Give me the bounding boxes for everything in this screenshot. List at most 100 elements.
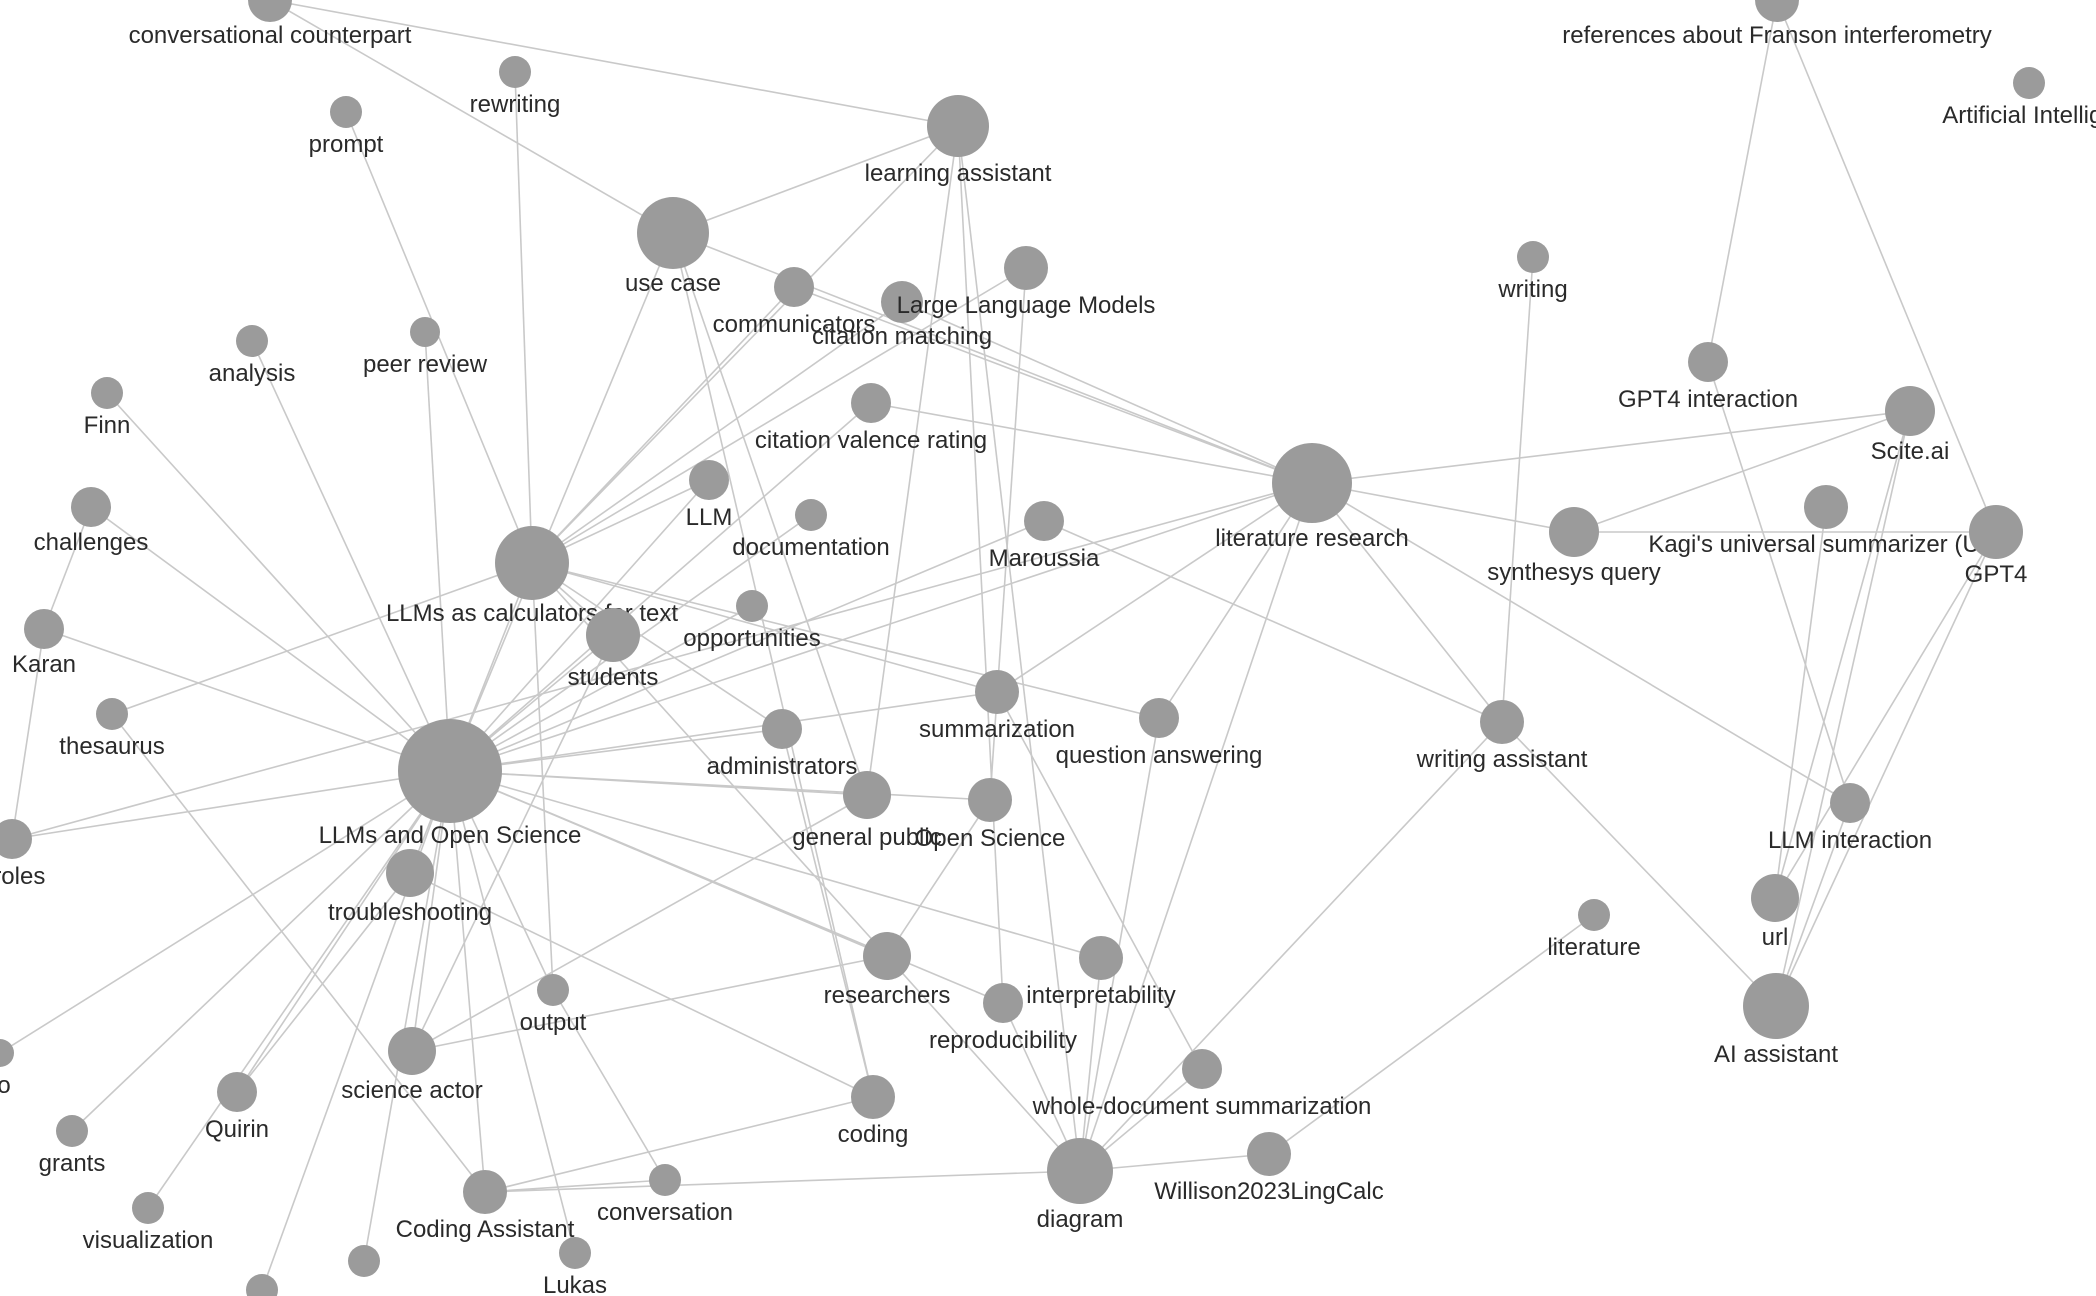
node-coding-assistant[interactable]: Coding Assistant <box>396 1170 575 1243</box>
node-label-quirin[interactable]: Quirin <box>205 1116 269 1143</box>
node-circle-karan[interactable] <box>24 609 64 649</box>
node-label-output[interactable]: output <box>520 1009 587 1036</box>
node-label-ai-assistant[interactable]: AI assistant <box>1714 1041 1838 1068</box>
node-label-scite-ai[interactable]: Scite.ai <box>1871 438 1950 465</box>
node-label-science-actor[interactable]: science actor <box>341 1077 482 1104</box>
node-conversation[interactable]: conversation <box>597 1164 733 1226</box>
node-label-coding[interactable]: coding <box>838 1121 909 1148</box>
node-url[interactable]: url <box>1751 874 1799 951</box>
node-label-synthesys-query[interactable]: synthesys query <box>1487 559 1660 586</box>
node-circle-ai-assistant[interactable] <box>1743 973 1809 1039</box>
node-circle-grants[interactable] <box>56 1115 88 1147</box>
node-circle-question-answering[interactable] <box>1139 698 1179 738</box>
node-circle-interpretability[interactable] <box>1079 936 1123 980</box>
node-quirin[interactable]: Quirin <box>205 1072 269 1143</box>
node-label-students[interactable]: students <box>568 664 659 691</box>
node-writing[interactable]: writing <box>1497 241 1568 303</box>
node-circle-peer-review[interactable] <box>410 317 440 347</box>
node-label-writing[interactable]: writing <box>1497 276 1567 303</box>
node-label-peer-review[interactable]: peer review <box>363 351 488 378</box>
node-label-artificial-intelligence[interactable]: Artificial Intellige <box>1942 102 2096 129</box>
node-circle-researchers[interactable] <box>863 932 911 980</box>
node-circle-ro[interactable] <box>0 1039 14 1067</box>
node-circle-writing-assistant[interactable] <box>1480 700 1524 744</box>
node-ro[interactable]: ro <box>0 1039 14 1099</box>
node-label-kagi[interactable]: Kagi's universal summarizer (US) <box>1648 531 2003 558</box>
node-circle-roles[interactable] <box>0 819 32 859</box>
node-gpt4-interaction[interactable]: GPT4 interaction <box>1618 342 1798 413</box>
node-visualization[interactable]: visualization <box>83 1192 214 1254</box>
node-circle-references-franson[interactable] <box>1755 0 1799 22</box>
node-circle-maroussia[interactable] <box>1024 501 1064 541</box>
node-learning-assistant[interactable]: learning assistant <box>865 95 1052 187</box>
node-label-challenges[interactable]: challenges <box>34 529 149 556</box>
node-output[interactable]: output <box>520 974 587 1036</box>
node-label-reproducibility[interactable]: reproducibility <box>929 1027 1077 1054</box>
node-interpretability[interactable]: interpretability <box>1026 936 1176 1009</box>
node-analysis[interactable]: analysis <box>209 325 296 387</box>
node-label-troubleshooting[interactable]: troubleshooting <box>328 899 492 926</box>
node-synthesys-query[interactable]: synthesys query <box>1487 507 1661 586</box>
node-circle-general-public[interactable] <box>843 771 891 819</box>
node-circle-coding-assistant[interactable] <box>463 1170 507 1214</box>
node-llm[interactable]: LLM <box>686 460 733 531</box>
node-label-conversational-counterpart[interactable]: conversational counterpart <box>129 22 412 49</box>
node-artificial-intelligence[interactable]: Artificial Intellige <box>1942 67 2096 129</box>
node-coding[interactable]: coding <box>838 1075 909 1148</box>
node-use-case[interactable]: use case <box>625 197 721 297</box>
node-opportunities[interactable]: opportunities <box>683 590 821 652</box>
node-label-documentation[interactable]: documentation <box>732 534 889 561</box>
node-diagram[interactable]: diagram <box>1037 1138 1124 1233</box>
node-circle-rewriting[interactable] <box>499 56 531 88</box>
node-circle-analysis[interactable] <box>236 325 268 357</box>
node-circle-large-language-models[interactable] <box>1004 246 1048 290</box>
node-label-karan[interactable]: Karan <box>12 651 76 678</box>
node-circle-quirin[interactable] <box>217 1072 257 1112</box>
node-circle-llm-interaction[interactable] <box>1830 783 1870 823</box>
node-circle-whole-document-summarization[interactable] <box>1182 1049 1222 1089</box>
node-label-coding-assistant[interactable]: Coding Assistant <box>396 1216 575 1243</box>
node-grants[interactable]: grants <box>39 1115 106 1177</box>
node-label-analysis[interactable]: analysis <box>209 360 296 387</box>
node-finn[interactable]: Finn <box>84 377 131 439</box>
node-lukas[interactable]: Lukas <box>543 1237 607 1296</box>
node-label-learning-assistant[interactable]: learning assistant <box>865 160 1052 187</box>
node-circle-lukas[interactable] <box>559 1237 591 1269</box>
node-writing-assistant[interactable]: writing assistant <box>1416 700 1588 773</box>
node-label-rewriting[interactable]: rewriting <box>470 91 561 118</box>
node-circle-llms-and-open-science[interactable] <box>398 719 502 823</box>
node-llm-interaction[interactable]: LLM interaction <box>1768 783 1932 854</box>
node-circle-willison[interactable] <box>1247 1132 1291 1176</box>
node-circle-citation-matching[interactable] <box>881 281 923 323</box>
node-circle-learning-assistant[interactable] <box>927 95 989 157</box>
node-circle-use-case[interactable] <box>637 197 709 269</box>
node-circle-unlabeled-1[interactable] <box>246 1274 278 1296</box>
node-unlabeled-1[interactable] <box>246 1274 278 1296</box>
node-communicators[interactable]: communicators <box>713 267 876 338</box>
node-label-large-language-models[interactable]: Large Language Models <box>897 292 1156 319</box>
node-label-prompt[interactable]: prompt <box>309 131 384 158</box>
node-label-url[interactable]: url <box>1762 924 1789 951</box>
node-science-actor[interactable]: science actor <box>341 1027 483 1104</box>
node-label-literature[interactable]: literature <box>1547 934 1640 961</box>
node-scite-ai[interactable]: Scite.ai <box>1871 386 1950 465</box>
node-circle-scite-ai[interactable] <box>1885 386 1935 436</box>
node-circle-thesaurus[interactable] <box>96 698 128 730</box>
node-circle-summarization[interactable] <box>975 670 1019 714</box>
node-label-roles[interactable]: r roles <box>0 863 45 890</box>
node-references-franson[interactable]: references about Franson interferometry <box>1562 0 1992 49</box>
node-label-open-science[interactable]: Open Science <box>915 825 1066 852</box>
node-citation-valence-rating[interactable]: citation valence rating <box>755 383 987 454</box>
node-circle-gpt4-interaction[interactable] <box>1688 342 1728 382</box>
node-label-llms-and-open-science[interactable]: LLMs and Open Science <box>319 822 582 849</box>
node-label-summarization[interactable]: summarization <box>919 716 1075 743</box>
node-label-general-public[interactable]: general public <box>792 824 941 851</box>
node-peer-review[interactable]: peer review <box>363 317 488 378</box>
node-label-whole-document-summarization[interactable]: whole-document summarization <box>1032 1093 1372 1120</box>
node-label-literature-research[interactable]: literature research <box>1215 525 1408 552</box>
node-circle-unlabeled-2[interactable] <box>348 1245 380 1277</box>
node-circle-kagi[interactable] <box>1804 485 1848 529</box>
node-circle-opportunities[interactable] <box>736 590 768 622</box>
node-circle-challenges[interactable] <box>71 487 111 527</box>
node-circle-conversational-counterpart[interactable] <box>248 0 292 22</box>
